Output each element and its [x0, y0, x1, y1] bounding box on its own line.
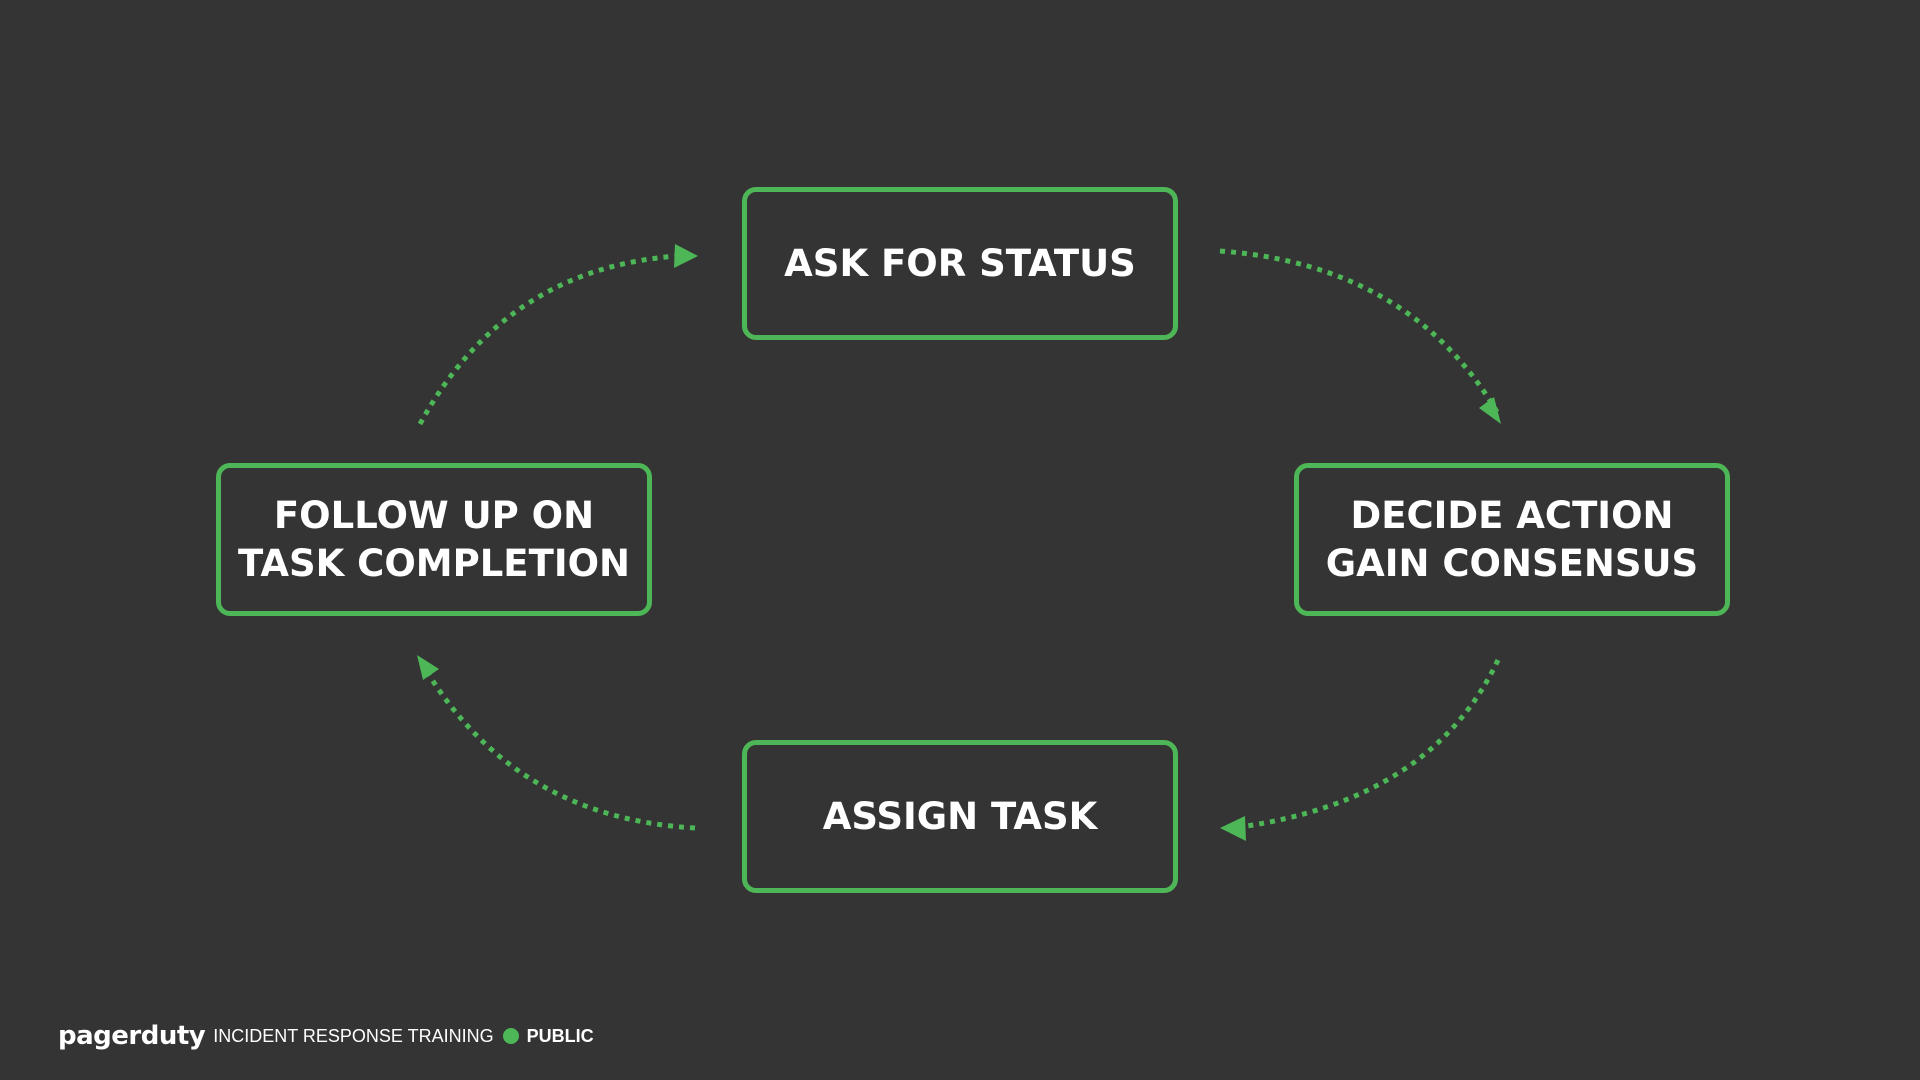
- node-label-line-1: FOLLOW UP ON: [273, 493, 595, 537]
- arrowhead-bottom-to-left: [417, 655, 439, 680]
- arrowhead-right-to-bottom: [1220, 816, 1246, 841]
- arrow-top-to-right: [1219, 248, 1500, 414]
- node-label-line-1: DECIDE ACTION: [1350, 493, 1674, 537]
- node-label: ASK FOR STATUS: [784, 241, 1136, 285]
- node-ask-for-status: ASK FOR STATUS: [742, 187, 1178, 340]
- node-label: ASSIGN TASK: [822, 794, 1098, 838]
- footer: pagerduty INCIDENT RESPONSE TRAINING PUB…: [58, 1021, 594, 1051]
- classification-label: PUBLIC: [526, 1025, 594, 1046]
- node-label-line-2: TASK COMPLETION: [237, 541, 631, 585]
- node-decide-action: DECIDE ACTION GAIN CONSENSUS: [1294, 463, 1730, 616]
- status-dot-icon: [502, 1028, 519, 1044]
- arrow-right-to-bottom: [1239, 658, 1501, 830]
- arrowhead-top-to-right: [1479, 397, 1501, 424]
- pagerduty-logo: pagerduty: [58, 1021, 206, 1051]
- node-label-line-2: GAIN CONSENSUS: [1325, 541, 1699, 585]
- arrow-left-to-top: [417, 253, 679, 426]
- node-follow-up: FOLLOW UP ON TASK COMPLETION: [216, 463, 652, 616]
- node-assign-task: ASSIGN TASK: [742, 740, 1178, 893]
- footer-title: INCIDENT RESPONSE TRAINING: [213, 1025, 494, 1046]
- arrow-bottom-to-left: [423, 668, 696, 831]
- arrowhead-left-to-top: [674, 244, 698, 268]
